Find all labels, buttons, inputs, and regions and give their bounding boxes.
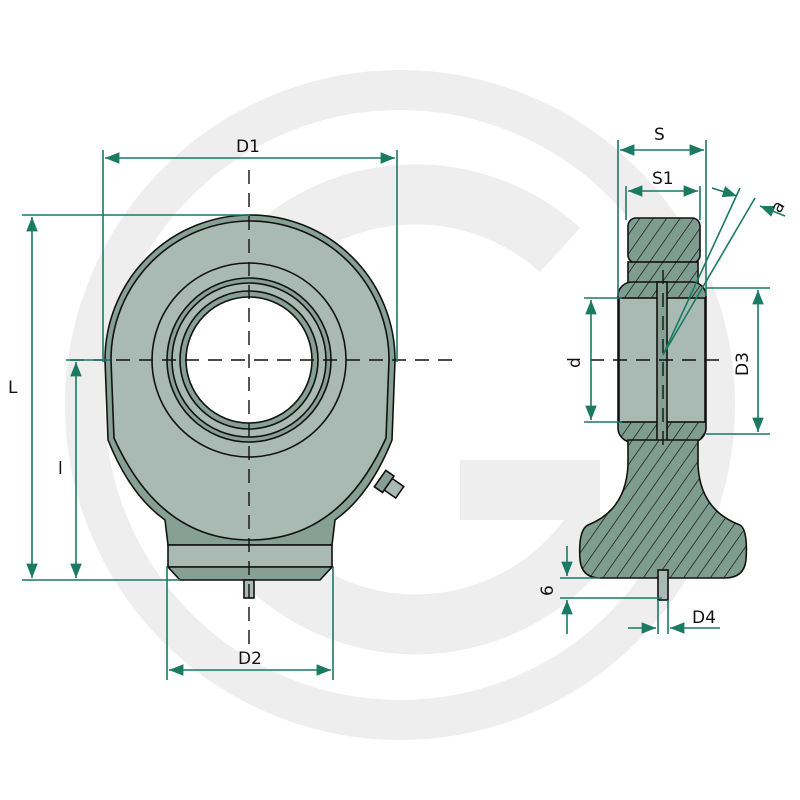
label-D4: D4 <box>692 608 716 628</box>
side-section-view <box>578 217 748 601</box>
label-D1: D1 <box>236 137 260 157</box>
label-a: a <box>767 197 790 216</box>
label-6: 6 <box>538 585 558 596</box>
side-dimensions <box>560 140 786 634</box>
label-l: l <box>58 459 63 479</box>
label-S1: S1 <box>652 169 674 189</box>
label-D3: D3 <box>733 352 753 376</box>
front-dimensions <box>22 150 398 680</box>
front-view <box>70 170 460 650</box>
grease-nipple <box>373 469 405 500</box>
label-d: d <box>565 357 585 368</box>
label-S: S <box>654 125 665 145</box>
label-D2: D2 <box>238 649 262 669</box>
label-L: L <box>8 378 18 398</box>
